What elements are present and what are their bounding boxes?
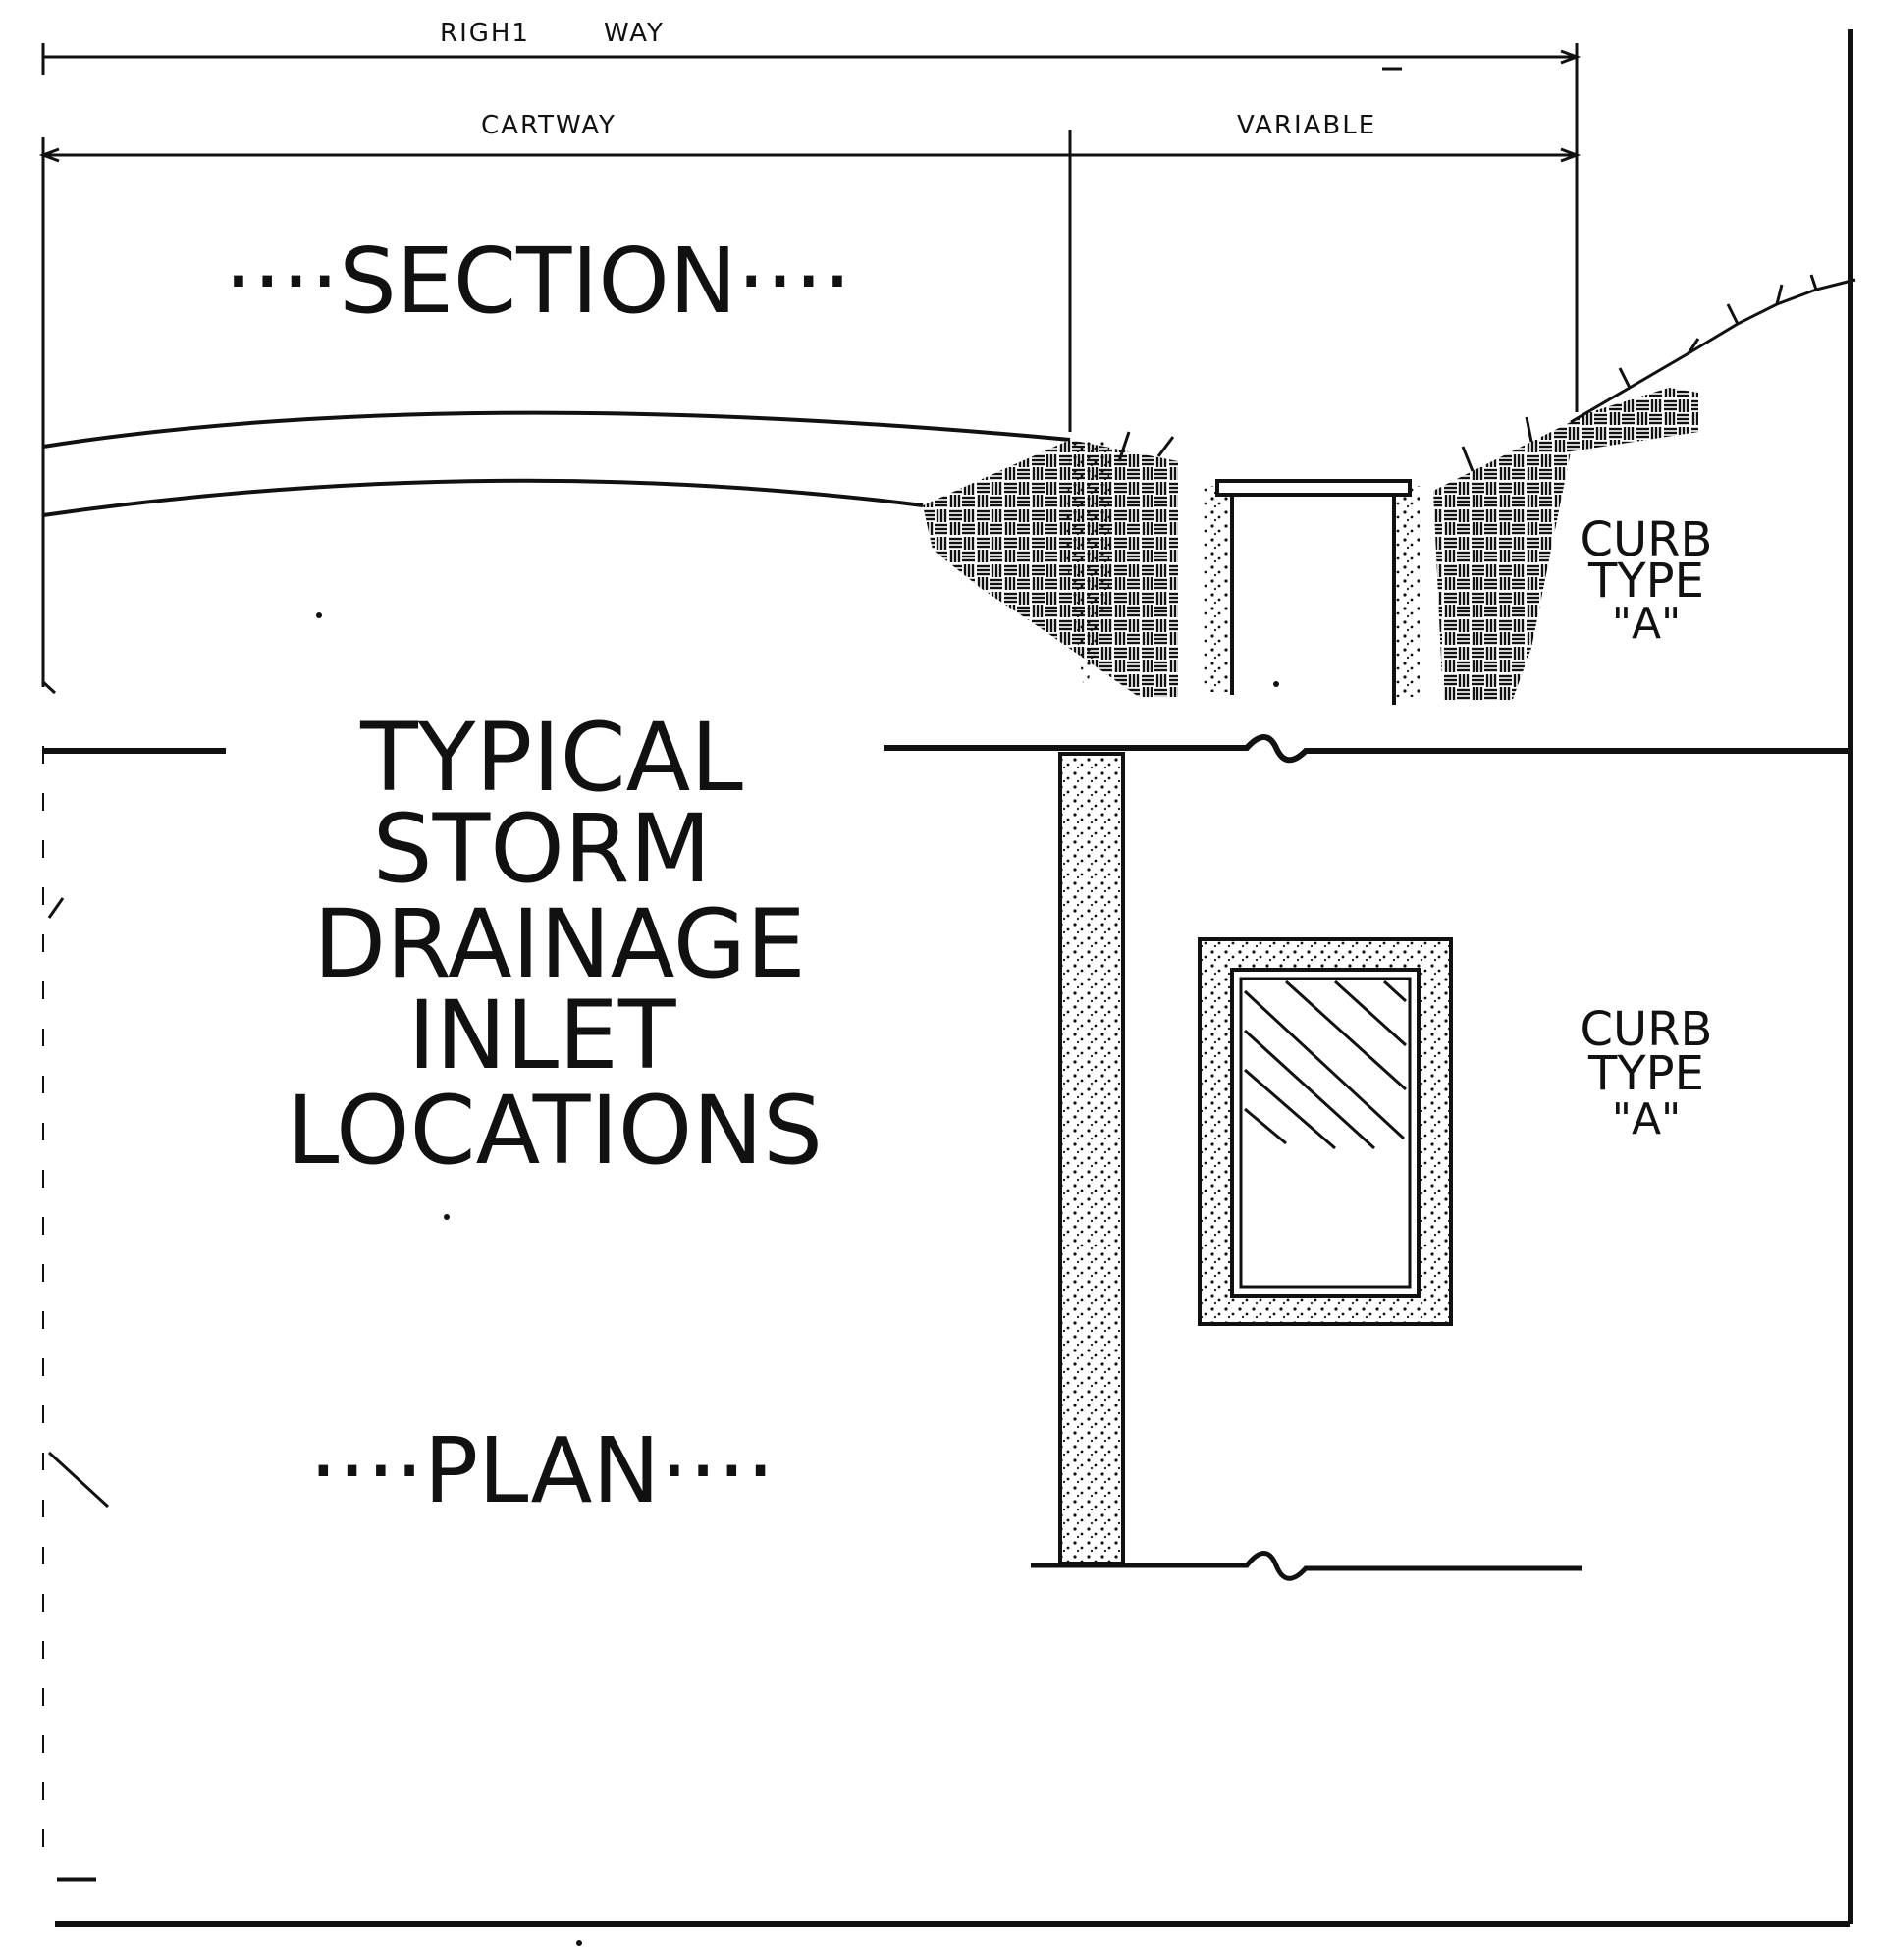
section-curb-label-line2: TYPE — [1587, 554, 1704, 609]
inlet-grate-plan — [1198, 937, 1453, 1326]
main-title-line2: STORM — [373, 794, 712, 904]
plan-curb-label-line1: CURB — [1581, 1002, 1713, 1057]
section-soil-right — [1117, 274, 1856, 702]
plan-curb-strip — [1058, 752, 1125, 1565]
right-of-way-label-right: WAY — [604, 19, 665, 48]
section-title: ····SECTION···· — [224, 229, 851, 334]
plan-break-line — [1031, 1551, 1582, 1581]
section-curb-label-line3: "A" — [1612, 599, 1682, 649]
main-title-line3: DRAINAGE — [313, 889, 806, 999]
section-plan-divider — [43, 734, 1850, 764]
inlet-structure-section — [1203, 479, 1420, 705]
main-title-line5: LOCATIONS — [287, 1076, 823, 1186]
drawing-frame — [41, 29, 1853, 1946]
plan-curb-label-line2: TYPE — [1587, 1046, 1704, 1101]
cartway-dimension — [38, 130, 1582, 687]
main-title-line4: INLET — [408, 980, 676, 1090]
main-title-line1: TYPICAL — [359, 703, 743, 813]
main-title: TYPICAL STORM DRAINAGE INLET LOCATIONS — [287, 703, 823, 1186]
right-of-way-dimension — [41, 43, 1582, 412]
plan-title: ····PLAN···· — [309, 1418, 776, 1523]
plan-curb-label-line3: "A" — [1612, 1094, 1682, 1144]
section-curb-label-line1: CURB — [1581, 512, 1713, 567]
variable-label: VARIABLE — [1237, 111, 1376, 140]
road-pavement-section — [42, 410, 1071, 517]
section-soil-left — [923, 440, 1178, 697]
right-of-way-label-left: RIGH1 — [440, 19, 530, 48]
cartway-label: CARTWAY — [481, 111, 617, 140]
